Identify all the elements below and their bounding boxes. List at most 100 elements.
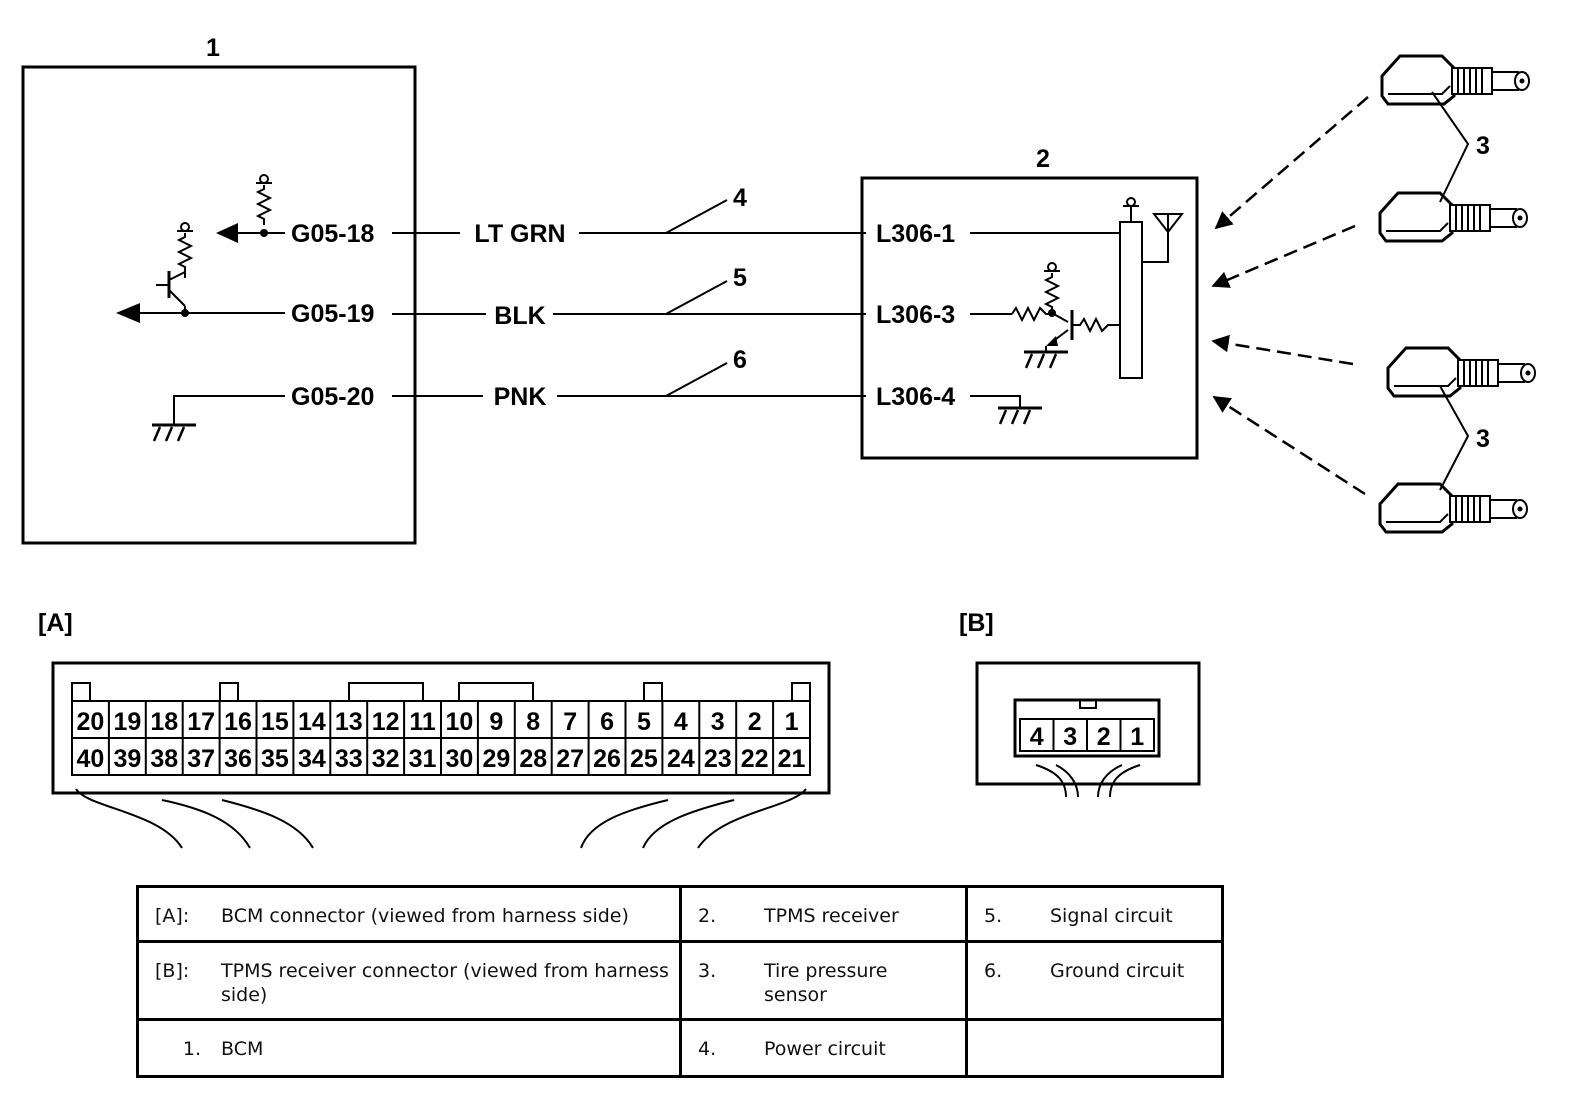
- connector-b-pin-number: 1: [1130, 723, 1144, 751]
- legend-cell: [965, 1018, 1224, 1078]
- receiver-pin-3: L306-3: [876, 301, 955, 329]
- tire-sensor-4: [1378, 482, 1529, 534]
- legend-text: TPMS receiver connector (viewed from har…: [221, 960, 669, 1006]
- connector-a-pin-number: 34: [298, 745, 326, 773]
- legend-text: BCM connector (viewed from harness side): [221, 905, 629, 927]
- receiver-module: [1119, 221, 1143, 379]
- receiver-pin-4: L306-4: [876, 383, 955, 411]
- legend-cell: 1. BCM: [136, 1018, 682, 1078]
- connector-a-pin-number: 6: [600, 708, 614, 736]
- connector-a-pin-number: 4: [674, 708, 688, 736]
- bcm-box: [21, 65, 417, 545]
- legend-text: Signal circuit: [1050, 905, 1173, 927]
- tire-sensor-2: [1378, 191, 1529, 243]
- receiver-box: [860, 176, 1199, 460]
- legend-table: [A]: BCM connector (viewed from harness s…: [136, 885, 1224, 1078]
- connector-b-pin-number: 2: [1097, 723, 1111, 751]
- connector-a-pin-number: 1: [785, 708, 799, 736]
- connector-a-pin-number: 35: [261, 745, 289, 773]
- connector-a-pin-number: 25: [630, 745, 658, 773]
- bcm-pin-18: G05-18: [291, 220, 374, 248]
- connector-a-pin-number: 38: [150, 745, 178, 773]
- legend-cell: 6. Ground circuit: [965, 940, 1224, 1021]
- legend-cell: 4. Power circuit: [679, 1018, 968, 1078]
- connector-b-pin-number: 3: [1063, 723, 1077, 751]
- connector-a-pin-number: 11: [409, 708, 436, 736]
- bcm-pin-20: G05-20: [291, 383, 374, 411]
- legend-key: 3.: [698, 960, 717, 982]
- legend-cell: [A]: BCM connector (viewed from harness s…: [136, 885, 682, 943]
- legend-cell: [B]: TPMS receiver connector (viewed from…: [136, 940, 682, 1021]
- legend-key: 6.: [984, 960, 1003, 982]
- connector-b-pin-number: 4: [1030, 723, 1044, 751]
- ground-wire-callout: 6: [733, 346, 747, 374]
- legend-cell: 5. Signal circuit: [965, 885, 1224, 943]
- connector-b-label: [B]: [959, 609, 994, 637]
- power-wire-callout: 4: [733, 184, 747, 212]
- connector-a-pin-number: 7: [563, 708, 577, 736]
- tire-sensor-3: [1386, 346, 1537, 398]
- connector-a-pin-number: 27: [556, 745, 584, 773]
- bcm-callout: 1: [206, 34, 220, 62]
- connector-a-pin-number: 39: [113, 745, 141, 773]
- connector-a-pin-number: 12: [372, 708, 400, 736]
- legend-text: Power circuit: [764, 1038, 886, 1060]
- connector-a-pin-number: 36: [224, 745, 252, 773]
- legend-text: BCM: [221, 1038, 264, 1060]
- tire-sensor-1: [1380, 54, 1531, 106]
- rf-signal-arrows: [1211, 96, 1369, 496]
- connector-a-pin-number: 19: [113, 708, 141, 736]
- wire-color-signal: BLK: [494, 302, 545, 330]
- signal-wire-callout: 5: [733, 264, 747, 292]
- connector-a-pin-number: 14: [298, 708, 326, 736]
- connector-a-pin-number: 3: [711, 708, 725, 736]
- legend-cell: 2. TPMS receiver: [679, 885, 968, 943]
- connector-a-pin-number: 20: [77, 708, 105, 736]
- connector-a-label: [A]: [38, 609, 73, 637]
- legend-key: [B]:: [155, 960, 190, 982]
- connector-a-pin-number: 32: [372, 745, 400, 773]
- legend-text: Tire pressure sensor: [764, 960, 888, 1006]
- connector-a-pin-number: 26: [593, 745, 621, 773]
- wire-color-power: LT GRN: [474, 220, 565, 248]
- connector-a-pin-number: 16: [224, 708, 252, 736]
- sensor-callout-top: 3: [1476, 132, 1490, 160]
- legend-key: 5.: [984, 905, 1003, 927]
- legend-key: 2.: [698, 905, 717, 927]
- connector-a-pin-number: 37: [187, 745, 215, 773]
- connector-a-housing: [51, 661, 831, 795]
- connector-a-pin-number: 15: [261, 708, 289, 736]
- connector-a-pin-number: 10: [446, 708, 474, 736]
- connector-a-pin-number: 13: [335, 708, 363, 736]
- legend-key: [A]:: [155, 905, 190, 927]
- receiver-pin-1: L306-1: [876, 220, 955, 248]
- connector-a-pin-number: 17: [187, 708, 215, 736]
- connector-a-pin-number: 8: [526, 708, 540, 736]
- connector-a-pin-number: 5: [637, 708, 651, 736]
- legend-key: 4.: [698, 1038, 717, 1060]
- connector-a-pin-number: 33: [335, 745, 363, 773]
- bcm-pin-19: G05-19: [291, 300, 374, 328]
- legend-key: 1.: [182, 1038, 201, 1060]
- connector-a-pin-number: 2: [748, 708, 762, 736]
- connector-a-pin-number: 30: [446, 745, 474, 773]
- antenna-icon: [1151, 213, 1185, 234]
- connector-a-pin-number: 29: [482, 745, 510, 773]
- legend-text: TPMS receiver: [764, 905, 899, 927]
- connector-a-pin-number: 22: [741, 745, 769, 773]
- connector-a-pin-number: 18: [150, 708, 178, 736]
- wire-color-ground: PNK: [494, 383, 547, 411]
- connector-a-pin-number: 40: [77, 745, 105, 773]
- connector-a-pin-number: 23: [704, 745, 732, 773]
- sensor-callout-bottom: 3: [1476, 425, 1490, 453]
- connector-a-pin-number: 24: [667, 745, 695, 773]
- connector-a-pin-number: 21: [778, 745, 806, 773]
- connector-a-pin-number: 31: [409, 745, 437, 773]
- legend-text: Ground circuit: [1050, 960, 1185, 982]
- connector-a-pin-number: 9: [489, 708, 503, 736]
- connector-a-pin-number: 28: [519, 745, 547, 773]
- receiver-callout: 2: [1036, 145, 1050, 173]
- connector-b-housing: [975, 661, 1201, 786]
- legend-cell: 3. Tire pressure sensor: [679, 940, 968, 1021]
